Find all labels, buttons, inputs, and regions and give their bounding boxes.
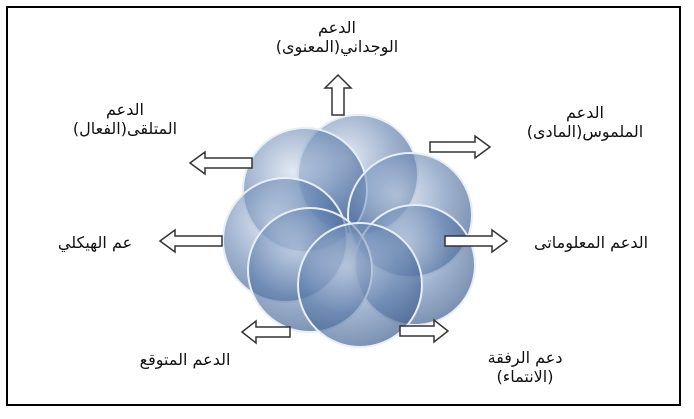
label-received-support: الدعم المتلقى(الفعال) xyxy=(50,100,200,138)
label-received-support-line2: المتلقى(الفعال) xyxy=(72,119,178,138)
label-structural-support-text: عم الهيكلي xyxy=(57,233,133,252)
label-companionship-support: دعم الرفقة (الانتماء) xyxy=(450,348,600,386)
label-tangible-support-line1: الدعم xyxy=(566,103,604,122)
arrow-left-middle xyxy=(158,228,223,254)
arrow-left-upper xyxy=(188,150,253,176)
circle-bottom xyxy=(297,222,423,348)
arrow-left-lower xyxy=(240,319,291,345)
label-tangible-support-line2: الملموس(المادى) xyxy=(526,122,644,141)
arrow-right-lower xyxy=(399,318,450,344)
circle-cluster xyxy=(222,114,476,348)
label-received-support-line1: الدعم xyxy=(106,100,144,119)
label-expected-support-text: الدعم المتوقع xyxy=(139,350,231,369)
label-companionship-support-line2: (الانتماء) xyxy=(496,367,554,386)
label-structural-support: عم الهيكلي xyxy=(25,233,165,252)
arrow-up xyxy=(323,73,353,116)
label-informational-support: الدعم المعلوماتى xyxy=(505,233,677,252)
label-emotional-support: الدعم الوجداني(المعنوى) xyxy=(262,18,412,56)
label-companionship-support-line1: دعم الرفقة xyxy=(487,348,563,367)
label-emotional-support-line2: الوجداني(المعنوى) xyxy=(275,37,399,56)
label-emotional-support-line1: الدعم xyxy=(318,18,356,37)
arrow-right-middle xyxy=(444,228,509,254)
label-informational-support-text: الدعم المعلوماتى xyxy=(533,233,649,252)
label-expected-support: الدعم المتوقع xyxy=(110,350,260,369)
arrow-right-upper xyxy=(429,134,492,160)
label-tangible-support: الدعم الملموس(المادى) xyxy=(490,103,680,141)
